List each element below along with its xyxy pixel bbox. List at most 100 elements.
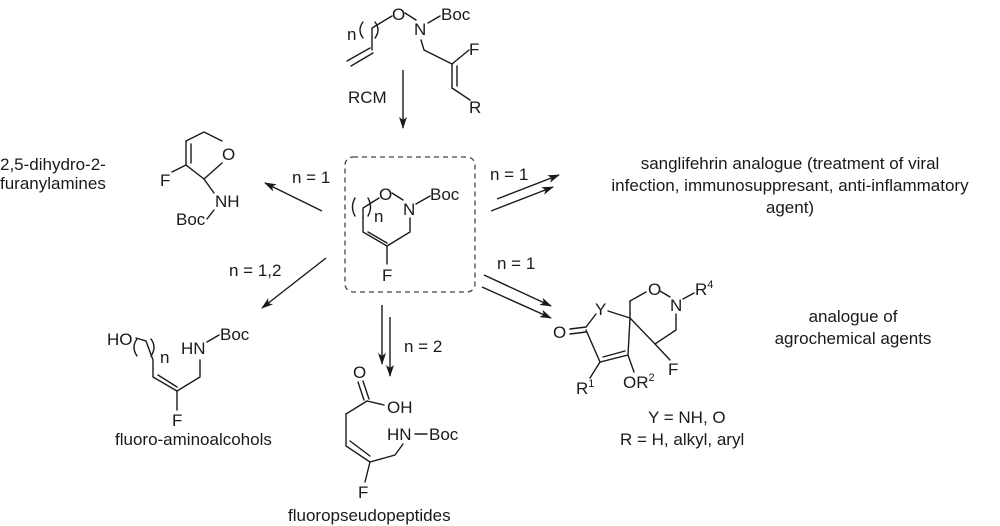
spiro-ring-lower [629,313,677,345]
r-group: R [469,98,481,117]
condition-agrochemical: n = 1 [497,254,535,273]
name-furanylamines-line1: 2,5-dihydro-2- [0,155,106,174]
aminoalcohol-structure: HO n HN Boc F [107,325,250,430]
spiro-c-or2-bond [627,354,635,373]
pseudopeptide-carbonyl-oxygen: O [353,363,366,382]
arrow-to-furanylamines [264,182,323,212]
core-o-n-bond [391,192,404,201]
rcm-label: RCM [348,88,387,107]
core-double-bond [367,231,388,244]
n-subscript-label: n [347,25,356,44]
spiro-or2-group: OR2 [623,372,655,392]
spiro-c-f-bond [654,343,671,361]
furan-o-c-bond [203,162,223,180]
spiro-r4-group: R4 [695,279,713,299]
core-ring-lower [362,217,411,247]
spiro-ring-backbone [585,317,631,363]
arrow-to-aminoalcohols [261,257,327,309]
name-sanglifehrin-line1: sanglifehrin analogue (treatment of vira… [641,154,940,173]
name-agrochemical-line1: analogue of [809,307,898,326]
pp-c-f-bond [364,461,371,483]
paren-close [374,21,379,39]
aa-paren-close [150,338,155,357]
furan-nh-group: NH [215,192,240,211]
furan-c-n-bond [203,178,215,194]
aminoalcohol-hn-group: HN [181,339,206,358]
core-scaffold-box [344,156,476,293]
spiro-keto-bond [569,326,587,330]
spiro-n-r4-bond [682,292,695,300]
fluorine-atom: F [469,40,479,59]
paren-open [359,21,364,39]
n-ch2-bond [420,39,453,65]
spiro-fluorine-atom: F [668,360,678,379]
aa-double-bond [157,374,178,388]
condition-furanylamines: n = 1 [292,168,330,187]
furan-oxygen-atom: O [222,145,235,164]
aminoalcohol-boc-group: Boc [220,325,250,344]
aminoalcohol-fluorine-atom: F [172,411,182,430]
alkene-bond [346,47,371,62]
spiro-y-c-bond [585,313,597,328]
name-sanglifehrin-line2: infection, immunosuppresant, anti-inflam… [611,176,969,195]
pp-c-o-bond-2 [362,380,370,400]
furan-c-f-bond [171,164,187,173]
core-paren-open [351,197,356,217]
aa-chain-bond [135,337,154,378]
pp-backbone-bond [345,400,404,463]
condition-sanglifehrin: n = 1 [490,165,528,184]
spiro-keto-oxygen: O [553,323,566,342]
note-y-definition: Y = NH, O [648,408,726,427]
pp-c-oh-bond [366,400,385,406]
spiro-double-bond [602,350,626,358]
pseudopeptide-oh-group: OH [387,398,413,417]
core-nitrogen-atom: N [403,200,415,219]
name-agrochemical-line2: agrochemical agents [775,329,932,348]
core-oxygen-atom: O [379,185,392,204]
spiro-compound-structure: O N R4 F Y O R1 OR2 [553,279,713,398]
spiro-c-r1-bond [589,361,601,379]
furan-boc-group: Boc [176,210,206,229]
name-pseudopeptides: fluoropseudopeptides [288,506,451,525]
arrow-to-agrochemical-1 [483,274,552,307]
arrow-to-sanglifehrin-1 [496,174,560,200]
pp-double-bond [349,440,371,457]
boc-group: Boc [441,5,471,24]
spiro-ch2-o-bond [629,291,647,302]
pp-c-o-bond [357,381,365,401]
aminoalcohol-n-label: n [160,348,169,367]
pseudopeptide-hn-group: HN [387,425,412,444]
name-furanylamines-line2: furanylamines [0,174,106,193]
aa-paren-open [133,338,138,357]
aa-n-boc-bond [206,334,220,343]
starting-material-structure: n O N Boc F R [346,5,481,117]
core-ring-bond [362,197,380,219]
spiro-ring-nitrogen: N [670,296,682,315]
spiro-r1-group: R1 [576,378,594,398]
pseudopeptide-structure: O OH HN Boc F [345,363,459,502]
arrow-to-sanglifehrin-2 [490,186,554,212]
core-oxazine-structure: n O N Boc F [351,185,460,285]
spiro-ring-oxygen: O [648,280,661,299]
n-boc-bond [427,15,441,24]
core-boc-group: Boc [430,185,460,204]
c-f-bond [451,49,470,65]
core-paren-close [367,197,372,217]
furan-fluorine-atom: F [160,171,170,190]
oxygen-atom: O [392,5,405,24]
nitrogen-atom: N [414,20,426,39]
condition-pseudopeptides: n = 2 [404,337,442,356]
furan-top-bonds [185,131,223,142]
o-n-bond [404,12,417,21]
spiro-keto-bond-2 [569,331,587,335]
core-fluorine-atom: F [382,266,392,285]
furanylamine-structure: O F NH Boc [160,131,240,229]
furan-n-boc-bond [206,209,215,220]
c-r-bond [451,87,471,101]
pseudopeptide-fluorine-atom: F [358,483,368,502]
note-r-definition: R = H, alkyl, aryl [620,430,744,449]
furan-left-bonds [185,140,205,180]
aa-backbone-bond [152,359,201,392]
spiro-y-atom: Y [595,300,606,319]
